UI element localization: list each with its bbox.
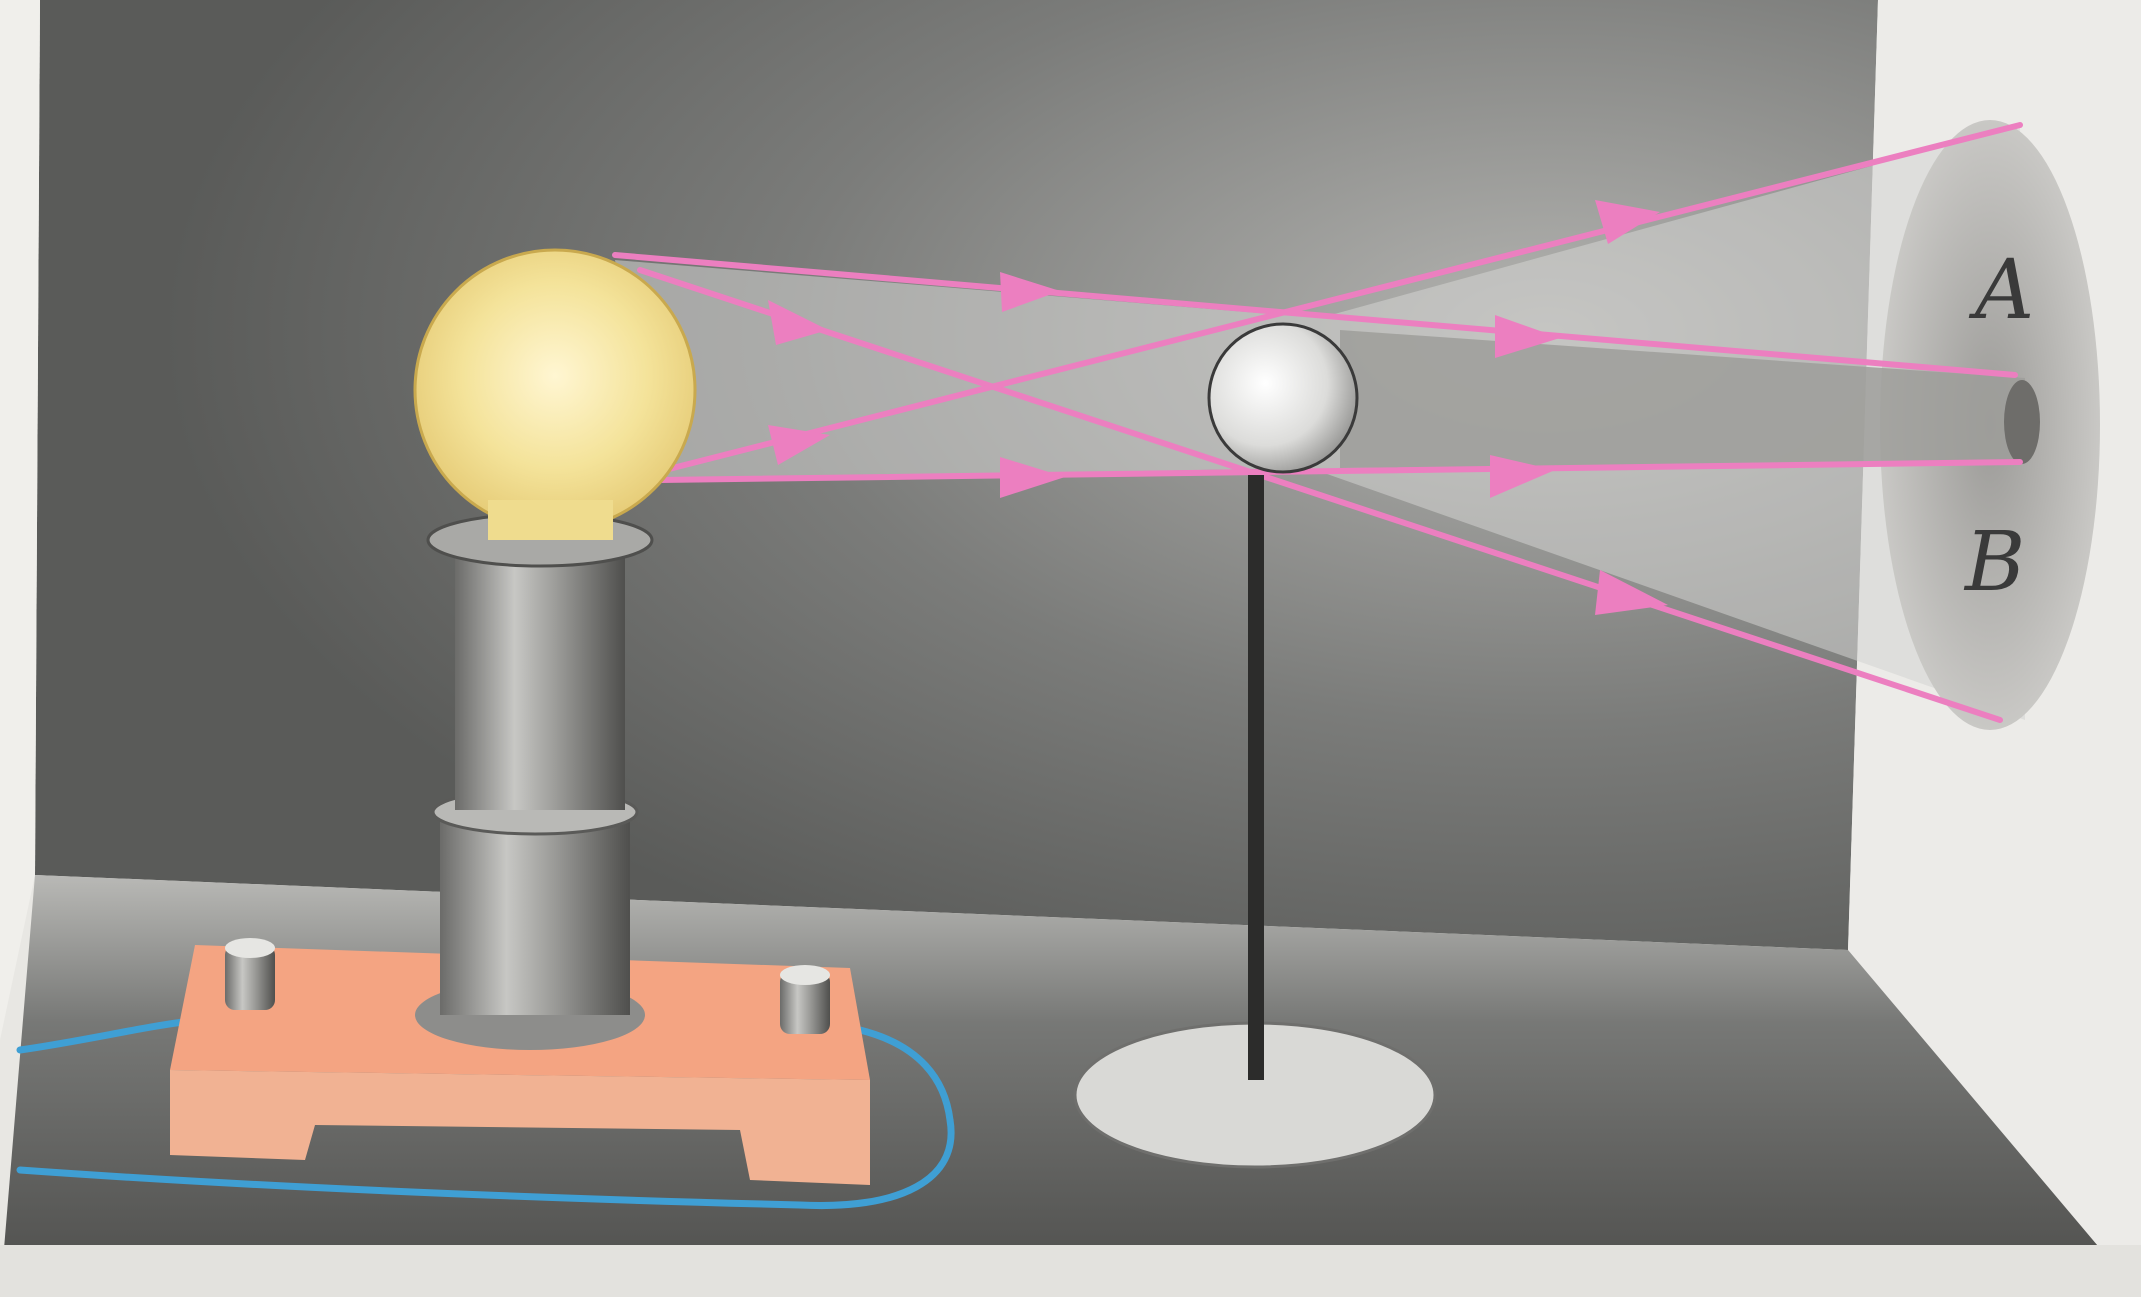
ray-top-to-bottom xyxy=(637,267,2003,723)
arrow-right-icon xyxy=(1595,200,1660,244)
label-a: A xyxy=(1968,243,2034,338)
lamp-base-front xyxy=(170,1070,870,1185)
bottom-caption-strip xyxy=(0,1245,2141,1297)
terminal-right xyxy=(780,972,830,1034)
socket-upper xyxy=(455,540,625,810)
umbra-region xyxy=(1340,330,2025,468)
ray-bottom-to-b xyxy=(657,459,2023,483)
left-wall-strip xyxy=(0,0,40,1040)
ray-arrows xyxy=(768,200,1668,615)
ray-bottom-to-top xyxy=(662,122,2023,473)
ray-top-to-a xyxy=(612,252,2018,378)
terminal-right-cap xyxy=(780,965,830,985)
terminal-left xyxy=(225,945,275,1010)
terminal-left-cap xyxy=(225,938,275,958)
stand-rod xyxy=(1248,475,1264,1080)
arrow-right-icon xyxy=(1490,455,1555,498)
arrow-right-icon xyxy=(1000,457,1065,498)
light-bulb-icon xyxy=(413,248,697,532)
arrow-right-icon xyxy=(1000,272,1060,312)
bulb-neck xyxy=(488,500,613,540)
label-b: B xyxy=(1963,515,2025,610)
arrow-right-icon xyxy=(768,425,830,465)
socket-lower xyxy=(440,815,630,1015)
light-rays xyxy=(612,122,2023,723)
ball-icon xyxy=(1207,322,1359,474)
arrow-right-icon xyxy=(1595,570,1668,615)
ball-stand xyxy=(1073,322,1437,1169)
arrow-right-icon xyxy=(768,300,828,345)
umbra-spot xyxy=(2004,380,2040,464)
lamp-stand xyxy=(170,512,870,1185)
arrow-right-icon xyxy=(1495,315,1560,358)
